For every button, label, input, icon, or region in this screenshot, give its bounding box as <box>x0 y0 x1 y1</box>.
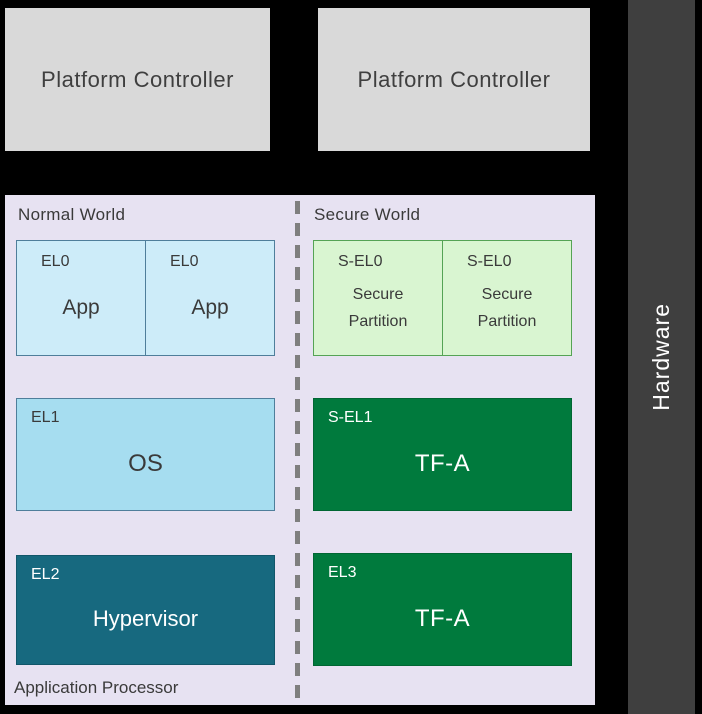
platform-controller-box-right: Platform Controller <box>318 8 590 151</box>
world-divider-dashed-line <box>295 201 300 699</box>
el1-os-box: EL1 OS <box>16 398 275 511</box>
el0-app-box-2: EL0 App <box>146 240 275 356</box>
platform-controller-left-label: Platform Controller <box>41 66 234 92</box>
normal-world-label: Normal World <box>18 205 126 224</box>
el0-app-name-2: App <box>191 296 229 319</box>
application-processor-label: Application Processor <box>14 678 179 697</box>
hardware-bar: Hardware <box>628 0 695 714</box>
el0-level-label-2: EL0 <box>170 253 199 270</box>
el3-tfa-box: EL3 TF-A <box>313 553 572 666</box>
s-el1-tfa-name: TF-A <box>414 449 471 477</box>
el2-hypervisor-name: Hypervisor <box>92 606 199 631</box>
el3-level-label: EL3 <box>328 564 357 581</box>
s-el0-partition-box-2: S-EL0 Secure Partition <box>443 240 572 356</box>
s-el0-partition-name-2: Secure Partition <box>443 271 571 355</box>
s-el0-partition-name-text-2: Secure Partition <box>477 285 537 330</box>
el0-app-row: EL0 App EL0 App <box>16 240 275 356</box>
s-el0-level-label-1: S-EL0 <box>338 253 383 270</box>
s-el0-partition-name-text-1: Secure Partition <box>348 285 408 330</box>
s-el0-level-label-2: S-EL0 <box>467 253 512 270</box>
s-el1-level-label: S-EL1 <box>328 409 373 426</box>
platform-controller-right-label: Platform Controller <box>357 66 551 92</box>
el0-app-box-1: EL0 App <box>16 240 146 356</box>
el1-os-name: OS <box>128 449 163 477</box>
el2-hypervisor-box: EL2 Hypervisor <box>16 555 275 665</box>
el0-level-label-1: EL0 <box>41 253 70 270</box>
s-el0-partition-box-1: S-EL0 Secure Partition <box>313 240 443 356</box>
platform-controller-box-left: Platform Controller <box>5 8 270 151</box>
secure-world-label: Secure World <box>314 205 421 224</box>
s-el0-partition-row: S-EL0 Secure Partition S-EL0 Secure Part… <box>313 240 572 356</box>
hardware-label: Hardware <box>648 303 674 411</box>
el1-level-label: EL1 <box>31 409 60 426</box>
el3-tfa-name: TF-A <box>414 604 471 632</box>
el2-level-label: EL2 <box>31 566 60 583</box>
s-el1-tfa-box: S-EL1 TF-A <box>313 398 572 511</box>
el0-app-name-1: App <box>62 296 100 319</box>
s-el0-partition-name-1: Secure Partition <box>314 271 442 355</box>
application-processor-panel: Normal World Secure World EL0 App EL0 Ap… <box>5 195 595 705</box>
